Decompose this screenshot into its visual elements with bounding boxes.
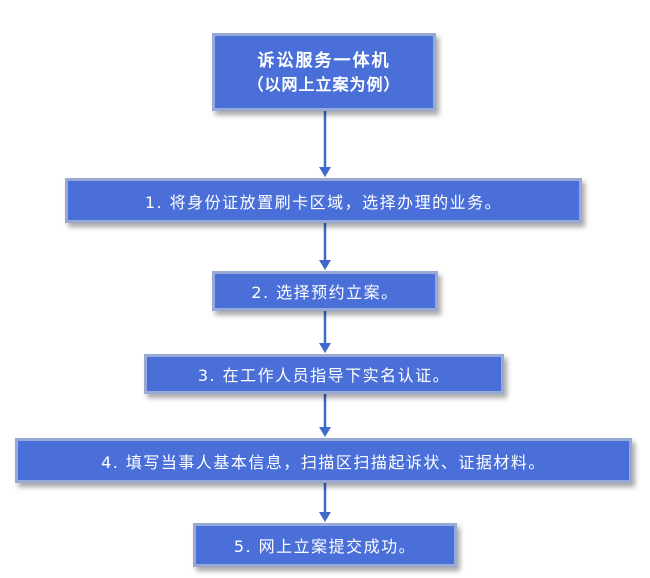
step-5-box: 5. 网上立案提交成功。 — [193, 523, 457, 567]
arrow-group — [319, 111, 331, 522]
diagram-subtitle: （以网上立案为例） — [247, 74, 401, 94]
arrow-head-2 — [319, 260, 331, 270]
title-box: 诉讼服务一体机 （以网上立案为例） — [212, 33, 436, 111]
step-2-box: 2. 选择预约立案。 — [212, 271, 438, 311]
step-3-box: 3. 在工作人员指导下实名认证。 — [144, 354, 504, 394]
step-1-box: 1. 将身份证放置刷卡区域，选择办理的业务。 — [65, 178, 582, 223]
arrow-head-5 — [319, 512, 331, 522]
arrow-head-3 — [319, 343, 331, 353]
diagram-title: 诉讼服务一体机 — [257, 50, 391, 71]
step-4-box: 4. 填写当事人基本信息，扫描区扫描起诉状、证据材料。 — [15, 438, 632, 483]
arrow-head-4 — [319, 427, 331, 437]
arrow-head-1 — [319, 167, 331, 177]
